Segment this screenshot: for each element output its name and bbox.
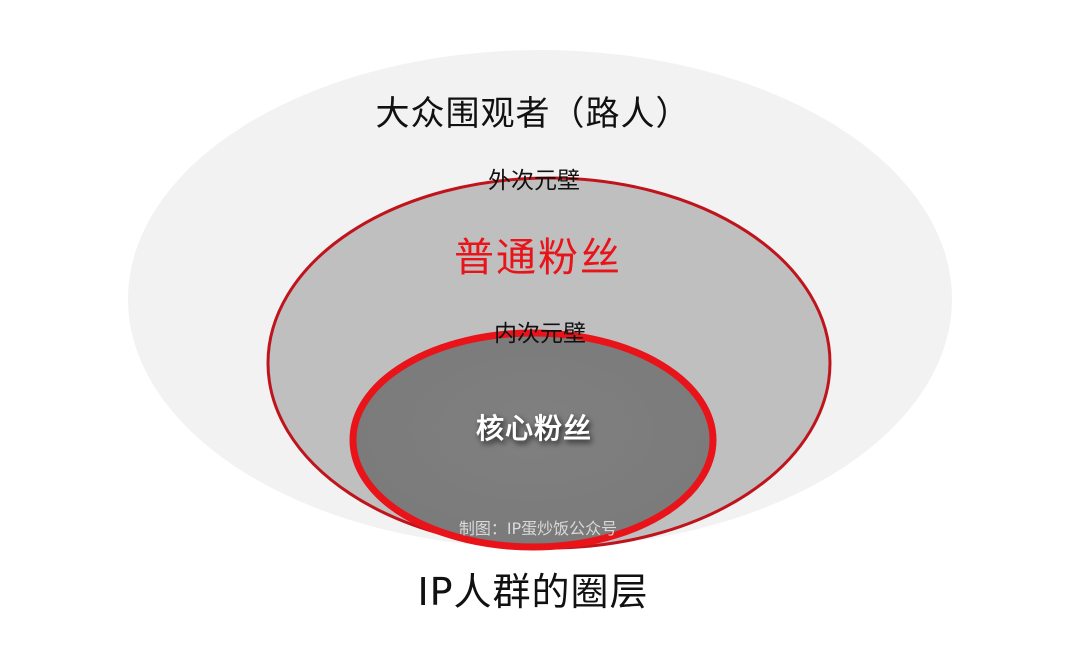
outer-dimension-wall-label: 外次元壁 — [488, 168, 580, 194]
outer-layer-label: 大众围观者（路人） — [375, 94, 691, 134]
inner-layer-label: 核心粉丝 — [475, 412, 593, 445]
middle-layer-label: 普通粉丝 — [454, 235, 622, 281]
watermark-credit: 制图：IP蛋炒饭公众号 — [458, 519, 618, 538]
diagram-caption: IP人群的圈层 — [417, 570, 649, 614]
inner-dimension-wall-label: 内次元壁 — [494, 321, 586, 347]
inner-ellipse-core-fans — [349, 329, 717, 551]
